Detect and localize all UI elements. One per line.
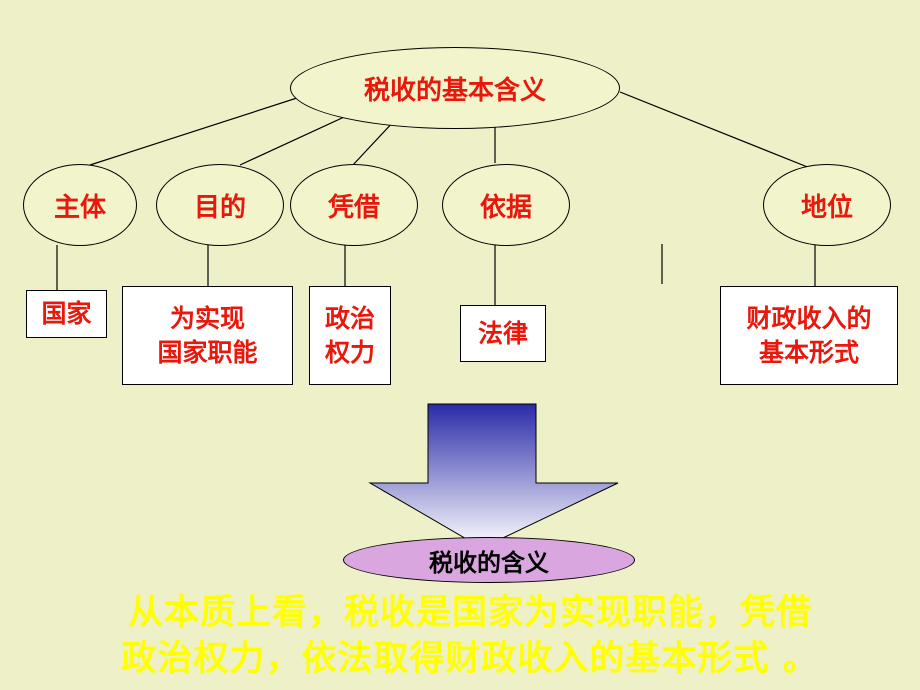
detail-line: 国家 bbox=[41, 299, 92, 328]
connector-root-subject bbox=[89, 96, 301, 166]
root-node-label: 税收的基本含义 bbox=[363, 75, 546, 106]
detail-line: 法律 bbox=[477, 318, 528, 348]
detail-box-basis: 政治 权力 bbox=[309, 286, 391, 385]
aspect-node-grounds: 依据 bbox=[442, 164, 570, 246]
summary-text: 从本质上看，税收是国家为实现职能，凭借 政治权力，依法取得财政收入的基本形式 。 bbox=[40, 590, 900, 682]
aspect-node-label: 地位 bbox=[800, 192, 853, 223]
connector-root-status bbox=[619, 91, 816, 171]
detail-line: 为实现 bbox=[169, 303, 245, 333]
summary-line: 从本质上看，税收是国家为实现职能，凭借 bbox=[127, 593, 812, 633]
connector-root-basis bbox=[351, 119, 396, 167]
detail-box-purpose: 为实现 国家职能 bbox=[122, 286, 293, 385]
detail-box-subject: 国家 bbox=[26, 290, 107, 338]
root-node: 税收的基本含义 bbox=[290, 47, 620, 129]
aspect-node-label: 凭借 bbox=[327, 192, 380, 223]
conclusion-node-label: 税收的含义 bbox=[429, 548, 549, 577]
connector-root-purpose bbox=[239, 111, 356, 166]
summary-line: 政治权力，依法取得财政收入的基本形式 。 bbox=[121, 639, 819, 679]
detail-line: 国家职能 bbox=[157, 337, 258, 367]
aspect-node-basis: 凭借 bbox=[290, 164, 418, 246]
detail-line: 政治 bbox=[324, 303, 375, 333]
detail-box-status: 财政收入的 基本形式 bbox=[720, 286, 898, 385]
detail-line: 权力 bbox=[324, 337, 375, 367]
aspect-node-label: 目的 bbox=[193, 192, 246, 223]
aspect-node-label: 依据 bbox=[479, 192, 532, 223]
detail-box-grounds: 法律 bbox=[460, 305, 546, 362]
detail-line: 基本形式 bbox=[758, 337, 859, 367]
aspect-node-label: 主体 bbox=[53, 192, 106, 223]
aspect-node-status: 地位 bbox=[763, 164, 891, 246]
aspect-node-purpose: 目的 bbox=[156, 164, 284, 246]
aspect-node-subject: 主体 bbox=[23, 164, 137, 246]
detail-line: 财政收入的 bbox=[746, 303, 872, 333]
conclusion-node: 税收的含义 bbox=[343, 537, 635, 583]
down-arrow-icon bbox=[368, 403, 619, 549]
